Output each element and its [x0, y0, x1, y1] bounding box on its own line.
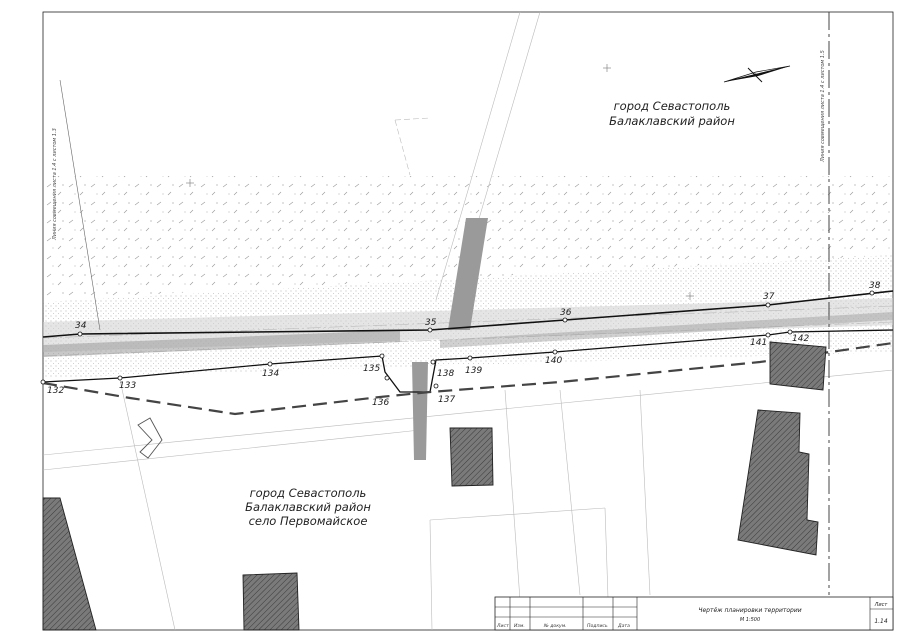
north-area-line1: город Севастополь [614, 99, 731, 113]
south-area-line3: село Первомайское [249, 514, 368, 528]
drawing-title: Чертёж планировки территории [698, 607, 801, 614]
area-labels: город Севастополь Балаклавский район гор… [245, 99, 735, 528]
building-5 [242, 572, 300, 631]
red-line [42, 290, 894, 338]
boundary-line [42, 341, 894, 416]
buildings [42, 341, 827, 631]
tb-col-sign: Подпись [587, 623, 608, 629]
point-label-132: 132 [47, 386, 64, 396]
tb-col-doc: № докум. [543, 623, 567, 629]
point-label-34: 34 [75, 321, 87, 331]
left-match-note: Линия совмещения листа 1.4 с листом 1.3 [52, 128, 58, 241]
survey-cross-marks [186, 64, 694, 300]
south-area-line2: Балаклавский район [245, 500, 371, 514]
tb-col-date: Дата [617, 623, 630, 629]
point-label-133: 133 [119, 381, 136, 391]
point-label-142: 142 [792, 334, 809, 344]
point-label-138: 138 [437, 369, 454, 379]
building-2 [737, 409, 819, 556]
north-area-line2: Балаклавский район [609, 114, 735, 128]
point-label-38: 38 [869, 281, 881, 291]
point-label-135: 135 [363, 364, 380, 374]
point-label-35: 35 [425, 318, 437, 328]
point-label-134: 134 [262, 369, 279, 379]
sheet-number: 1.14 [874, 618, 888, 625]
drawing-scale: М 1:500 [740, 617, 760, 623]
point-label-140: 140 [545, 356, 562, 366]
point-markers [40, 290, 875, 389]
building-3 [449, 427, 494, 487]
title-block: Лист Изм. № докум. Подпись Дата Чертёж п… [494, 596, 894, 631]
right-match-note: Линия совмещения листа 1.4 с листом 1.5 [820, 50, 826, 163]
north-arrow-icon [723, 65, 791, 83]
point-label-36: 36 [560, 308, 572, 318]
sheet-label: Лист [874, 602, 889, 608]
building-1 [769, 341, 827, 391]
building-4 [42, 497, 97, 631]
shed-outline [137, 417, 163, 459]
tb-col-sheet: Лист [496, 623, 509, 629]
tb-col-change: Изм. [514, 623, 525, 629]
road-strips [43, 218, 893, 460]
south-area-line1: город Севастополь [250, 486, 367, 500]
point-label-137: 137 [438, 395, 455, 405]
point-label-139: 139 [465, 366, 482, 376]
match-line-left [59, 79, 101, 331]
point-label-141: 141 [750, 338, 767, 348]
point-label-136: 136 [372, 398, 389, 408]
point-label-37: 37 [763, 292, 775, 302]
